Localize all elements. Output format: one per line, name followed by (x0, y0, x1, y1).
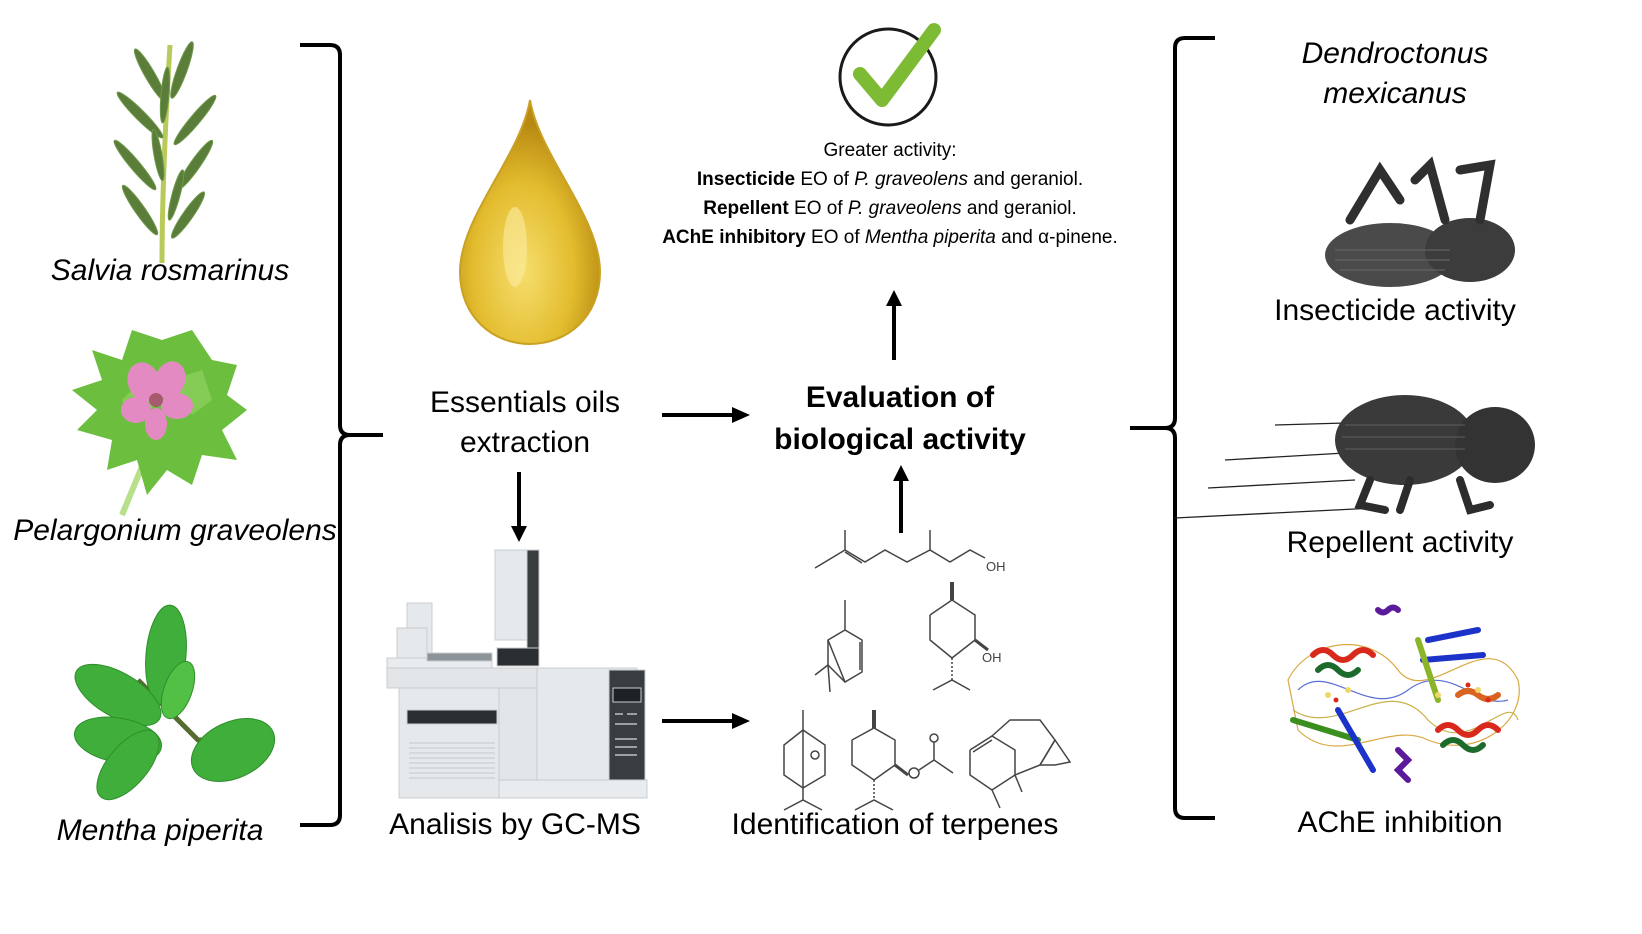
step-evaluation-label: Evaluation of biological activity (760, 377, 1040, 461)
arrow-up-icon (893, 465, 909, 533)
result-line-repellent: Repellent EO of P. graveolens and gerani… (703, 198, 1077, 219)
mint-leaves-image (74, 604, 276, 801)
rosemary-sprig-image (113, 41, 217, 264)
alpha-pinene-structure (814, 600, 863, 693)
results-summary: Greater activity: Insecticide EO of P. g… (610, 136, 1170, 252)
citronellol-structure (814, 530, 986, 569)
step-extraction-label: Essentials oils extraction (405, 383, 645, 463)
step-extraction-line2: extraction (459, 426, 591, 459)
target-species-label: Dendroctonus mexicanus (1270, 34, 1520, 114)
beetle-dead-image (1325, 156, 1515, 287)
sesquiterpene-structure (969, 719, 1072, 809)
oil-drop-image (458, 99, 602, 346)
plant-label-mentha: Mentha piperita (56, 814, 264, 847)
result-line-insecticide: Insecticide EO of P. graveolens and gera… (696, 169, 1084, 190)
step-evaluation-line2: biological activity (774, 423, 1026, 456)
result-line-ache: AChE inhibitory EO of Mentha piperita an… (662, 227, 1118, 248)
eucalyptol-structure (783, 710, 826, 811)
assay-label-ache: AChE inhibition (1297, 806, 1503, 839)
target-species-line2: mexicanus (1323, 77, 1467, 110)
results-heading: Greater activity: (823, 140, 957, 161)
menthyl-acetate-structure (851, 710, 954, 811)
step-terpenes-label: Identification of terpenes (731, 808, 1059, 841)
arrow-up-icon (886, 290, 902, 360)
check-circle-icon (838, 23, 941, 127)
terpene-structures: OH OH (783, 530, 1072, 811)
oh-label: OH (986, 559, 1006, 574)
assay-label-repellent: Repellent activity (1286, 526, 1514, 559)
gc-ms-instrument-image (386, 549, 648, 799)
left-bracket (300, 43, 383, 827)
target-species-line1: Dendroctonus (1301, 37, 1489, 70)
step-extraction-line1: Essentials oils (429, 386, 621, 419)
assay-label-insecticide: Insecticide activity (1274, 294, 1516, 327)
arrow-down-icon (511, 472, 527, 542)
arrow-right-icon (662, 407, 750, 423)
arrow-right-icon (662, 713, 750, 729)
step-gcms-label: Analisis by GC-MS (389, 808, 641, 841)
geranium-flower-image (72, 330, 247, 517)
menthol-structure (929, 582, 989, 691)
right-bracket (1130, 36, 1215, 820)
oh-label: OH (982, 650, 1002, 665)
step-evaluation-line1: Evaluation of (805, 381, 995, 414)
plant-label-pelargonium: Pelargonium graveolens (13, 514, 337, 547)
plant-label-salvia: Salvia rosmarinus (50, 254, 290, 287)
ache-protein-structure-image (1287, 604, 1520, 783)
beetle-moving-image (1174, 395, 1535, 519)
